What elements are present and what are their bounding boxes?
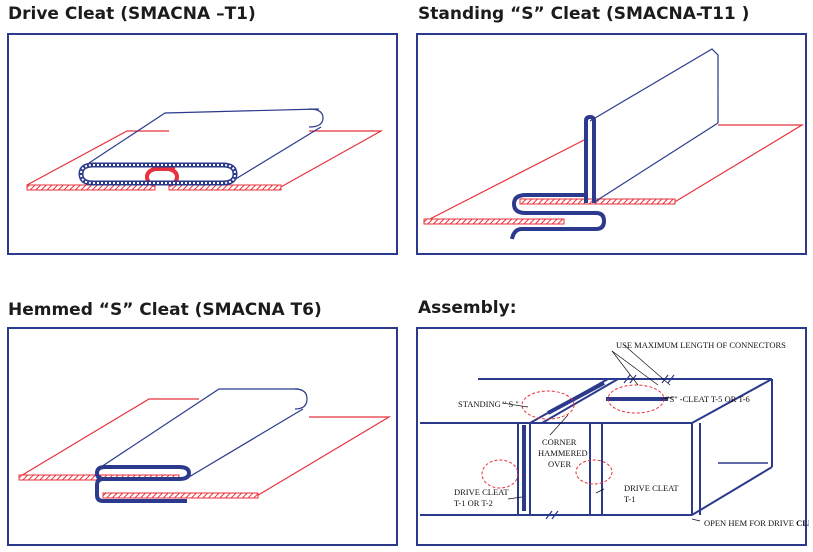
hemmed-s-cleat-diagram [18,388,392,503]
drive-cleat [78,108,324,186]
label-drive-left-line1: DRIVE CLEAT [454,487,509,497]
assembly-diagram: USE MAXIMUM LENGTH OF CONNECTORS STANDIN… [420,340,809,528]
standing-s-cleat-mark [522,381,668,511]
hemmed-cleat [94,388,308,503]
label-s-cleat: "S" -CLEAT T-5 OR T-6 [666,394,750,404]
label-corner-line1: CORNER [542,437,577,447]
assembly-title: Assembly: [418,298,517,318]
hemmed-s-cleat-title: Hemmed “S” Cleat (SMACNA T6) [8,300,322,320]
standing-s-cleat-panel [416,33,807,255]
standing-cleat [510,48,719,240]
assembly-panel: USE MAXIMUM LENGTH OF CONNECTORS STANDIN… [416,327,809,546]
duct-outline [420,378,773,516]
label-drive-left-line2: T-1 OR T-2 [454,498,493,508]
hemmed-s-cleat-panel [7,327,398,546]
sheet-left [423,138,587,225]
label-corner-line2: HAMMERED [538,448,588,458]
sheet-right [102,416,392,499]
sheet-right [519,124,805,205]
label-max-length: USE MAXIMUM LENGTH OF CONNECTORS [616,340,786,350]
drive-cleat-diagram [26,108,384,191]
drive-cleat-title: Drive Cleat (SMACNA –T1) [8,4,256,24]
standing-s-cleat-title: Standing “S” Cleat (SMACNA-T11 ) [418,4,750,24]
label-open-hem: OPEN HEM FOR DRIVE CLEAT [704,518,809,528]
label-standing-s: STANDING " S " [458,399,519,409]
label-drive-right-line2: T-1 [624,494,636,504]
label-corner-line3: OVER [548,459,571,469]
break-marks [545,374,675,520]
drive-cleat-panel [7,33,398,255]
standing-s-cleat-diagram [423,48,805,240]
label-drive-right-line1: DRIVE CLEAT [624,483,679,493]
leader-lines [501,344,701,522]
